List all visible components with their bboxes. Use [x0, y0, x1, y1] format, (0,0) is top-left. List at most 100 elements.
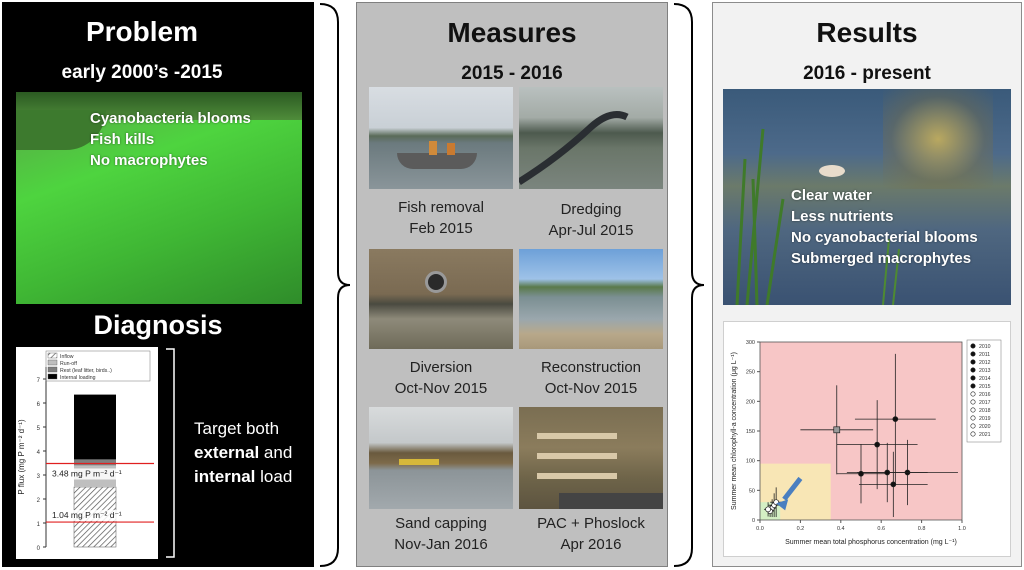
results-overlay-line: No cyanobacterial blooms: [791, 229, 978, 246]
results-title: Results: [816, 17, 918, 48]
brace-left: [319, 3, 351, 567]
measures-title: Measures: [447, 17, 577, 48]
measure-date: Oct-Nov 2015: [394, 380, 488, 397]
target-post: load: [255, 467, 293, 486]
y-tick-label: 300: [746, 340, 755, 346]
measure-caption: PAC + Phoslock Apr 2016: [519, 513, 663, 555]
arrow-shaft: [782, 476, 803, 501]
legend-marker: [970, 415, 976, 421]
pac-phoslock-photo: [519, 407, 663, 509]
legend-marker: [970, 343, 976, 349]
diagnosis-title: Diagnosis: [93, 310, 223, 340]
legend-label: 2019: [979, 416, 991, 422]
tree-reflection: [883, 89, 993, 189]
results-overlay: Clear water Less nutrients No cyanobacte…: [791, 185, 978, 269]
legend-label: 2015: [979, 384, 991, 390]
threshold-label-bg: [50, 510, 138, 522]
y-tick-label: 0: [752, 518, 755, 524]
data-point: [874, 441, 881, 448]
y-tick-label: 0: [37, 546, 41, 552]
legend-swatch: [47, 373, 58, 380]
y-tick-label: 7: [37, 378, 41, 384]
target-external: external: [194, 443, 260, 462]
x-axis-label: Summer mean total phosphorus concentrati…: [785, 539, 957, 546]
results-overlay-line: Submerged macrophytes: [791, 250, 972, 267]
cyanobacteria-lake-photo: Cyanobacteria blooms Fish kills No macro…: [16, 92, 302, 304]
y-tick-label: 1: [37, 522, 41, 528]
measure-name: Sand capping: [395, 515, 487, 532]
legend-marker: [970, 367, 976, 373]
y-tick-label: 2: [37, 498, 41, 504]
y-tick-label: 3: [37, 474, 41, 480]
x-tick-label: 0.4: [837, 526, 845, 532]
results-subtitle: 2016 - present: [803, 63, 931, 84]
measure-name: PAC + Phoslock: [537, 515, 645, 532]
sand-capping-photo: [369, 407, 513, 509]
y-tick-label: 100: [746, 459, 755, 465]
legend-label: Inflow: [60, 354, 74, 360]
legend-marker: [970, 399, 976, 405]
measure-date: Apr 2016: [560, 536, 622, 553]
blue-arrow: [776, 476, 803, 511]
data-point: [892, 416, 899, 422]
legend-marker: [970, 431, 976, 437]
data-point: [833, 426, 841, 434]
spray-line: [537, 453, 617, 459]
y-tick-label: 150: [746, 429, 755, 435]
legend-marker: [970, 359, 976, 365]
y-tick-label: 6: [37, 402, 41, 408]
legend-label: 2020: [979, 424, 991, 430]
target-internal: internal: [194, 467, 256, 486]
problem-title: Problem: [85, 16, 199, 47]
data-point: [858, 470, 864, 477]
x-tick-label: 0.0: [756, 526, 764, 532]
reeds: [735, 128, 900, 305]
data-point: [765, 506, 771, 513]
y-axis-label: P flux (mg P m⁻² d⁻¹): [17, 419, 26, 495]
legend-label: 2018: [979, 408, 991, 414]
results-overlay-line: Less nutrients: [791, 208, 894, 225]
data-point: [884, 469, 891, 476]
measures-subtitle: 2015 - 2016: [461, 63, 563, 84]
legend-marker: [970, 391, 976, 397]
diversion-photo: [369, 249, 513, 349]
problem-overlay-line: No macrophytes: [90, 152, 208, 169]
x-tick-label: 1.0: [958, 526, 966, 532]
arrow-head: [776, 499, 789, 511]
legend-label: 2017: [979, 400, 991, 406]
problem-panel: Problem early 2000’s -2015 Cyanobacteria…: [2, 2, 314, 567]
results-overlay-line: Clear water: [791, 187, 872, 204]
measure-caption: Sand capping Nov-Jan 2016: [369, 513, 513, 555]
target-text: Target both external and internal load: [194, 417, 309, 489]
measure-caption: Fish removal Feb 2015: [369, 197, 513, 239]
measure-date: Apr-Jul 2015: [548, 222, 634, 239]
legend-marker: [970, 375, 976, 381]
threshold-label-bg: [50, 468, 138, 480]
measure-name: Reconstruction: [540, 359, 642, 376]
legend-label: 2013: [979, 368, 991, 374]
legend-label: Run-off: [60, 361, 77, 367]
measure-caption: Diversion Oct-Nov 2015: [369, 357, 513, 399]
spray-line: [537, 473, 617, 479]
pipe-outlet: [425, 271, 447, 293]
measures-panel: Measures 2015 - 2016 Fish removal Feb 20…: [356, 2, 668, 567]
person: [429, 141, 437, 155]
legend-box: [45, 350, 151, 382]
legend-marker: [970, 423, 976, 429]
measure-date: Nov-Jan 2016: [394, 536, 488, 553]
legend-label: 2012: [979, 360, 991, 366]
legend-label: 2021: [979, 432, 991, 438]
legend-label: Internal loading: [60, 375, 96, 381]
person: [447, 143, 455, 155]
legend-label: 2011: [979, 352, 990, 358]
legend-label: Rest (leaf litter, birds..): [60, 368, 112, 374]
reconstruction-photo: [519, 249, 663, 349]
y-tick-label: 50: [749, 488, 755, 494]
legend-swatch: [47, 359, 58, 366]
dredging-pipe: [519, 111, 629, 185]
fish-removal-photo: [369, 87, 513, 189]
problem-overlay-line: Cyanobacteria blooms: [90, 110, 251, 127]
x-tick-label: 0.6: [877, 526, 885, 532]
